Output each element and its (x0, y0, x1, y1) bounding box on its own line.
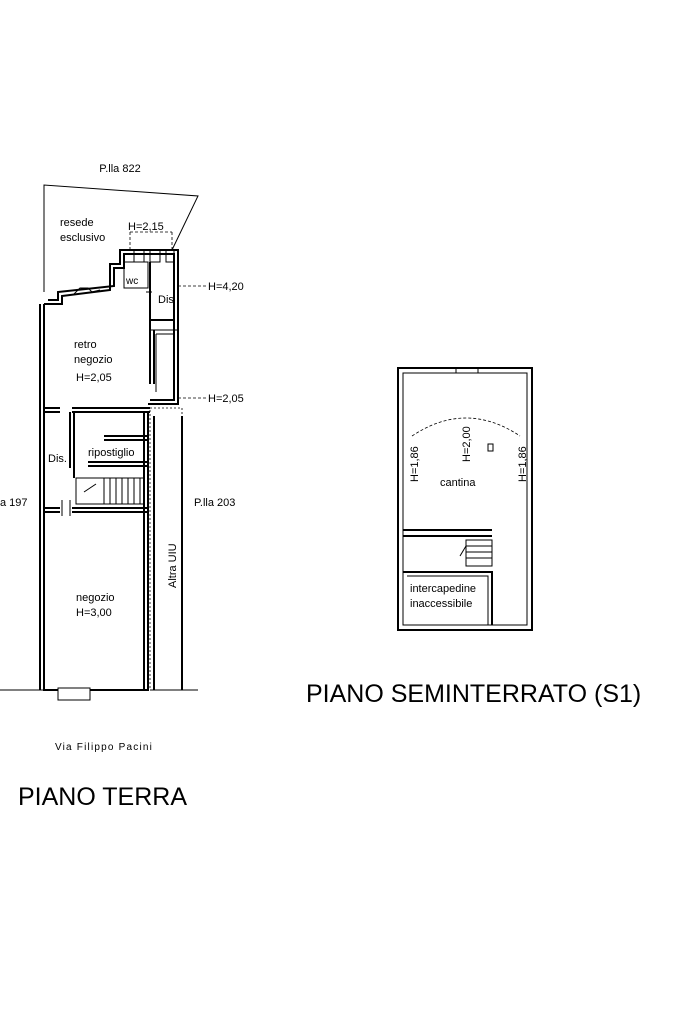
ground-floor-plan (0, 184, 206, 701)
parcel-822-label: P.lla 822 (99, 163, 140, 175)
parcel-203-label: P.lla 203 (194, 497, 235, 509)
cantina-label: cantina (440, 477, 476, 489)
outer-walls (39, 249, 179, 701)
street-label: Via Filippo Pacini (55, 742, 153, 753)
other-unit-label: Altra UIU (167, 543, 179, 588)
height-upper-label: H=4,20 (208, 281, 244, 293)
resede-label-2: esclusivo (60, 232, 105, 244)
resede-height: H=2,15 (128, 221, 164, 233)
ripostiglio-label: ripostiglio (88, 447, 134, 459)
wc-label: wc (125, 276, 138, 287)
ground-floor-title: PIANO TERRA (18, 783, 187, 811)
basement-h-left: H=1,86 (409, 446, 421, 482)
negozio-label: negozio (76, 592, 115, 604)
intercapedine-label-2: inaccessibile (410, 598, 472, 610)
basement-plan (397, 367, 533, 631)
retro-walls (44, 320, 178, 413)
retro-height: H=2,05 (76, 372, 112, 384)
height-right-label: H=2,05 (208, 393, 244, 405)
parcel-197-label: a 197 (0, 497, 28, 509)
adjacent-unit-strip (0, 407, 198, 691)
retro-label-2: negozio (74, 354, 113, 366)
basement-h-right: H=1,86 (517, 446, 529, 482)
resede-label: resede (60, 217, 94, 229)
basement-title: PIANO SEMINTERRATO (S1) (306, 680, 641, 708)
dis-upper-label: Dis (158, 294, 174, 306)
dis-lower-label: Dis. (48, 453, 67, 465)
negozio-height: H=3,00 (76, 607, 112, 619)
resede-boundary (43, 184, 199, 292)
intercapedine-label: intercapedine (410, 583, 476, 595)
basement-h-center: H=2,00 (461, 426, 473, 462)
middle-rooms (44, 412, 148, 516)
retro-label: retro (74, 339, 97, 351)
stair-treads (103, 478, 141, 504)
